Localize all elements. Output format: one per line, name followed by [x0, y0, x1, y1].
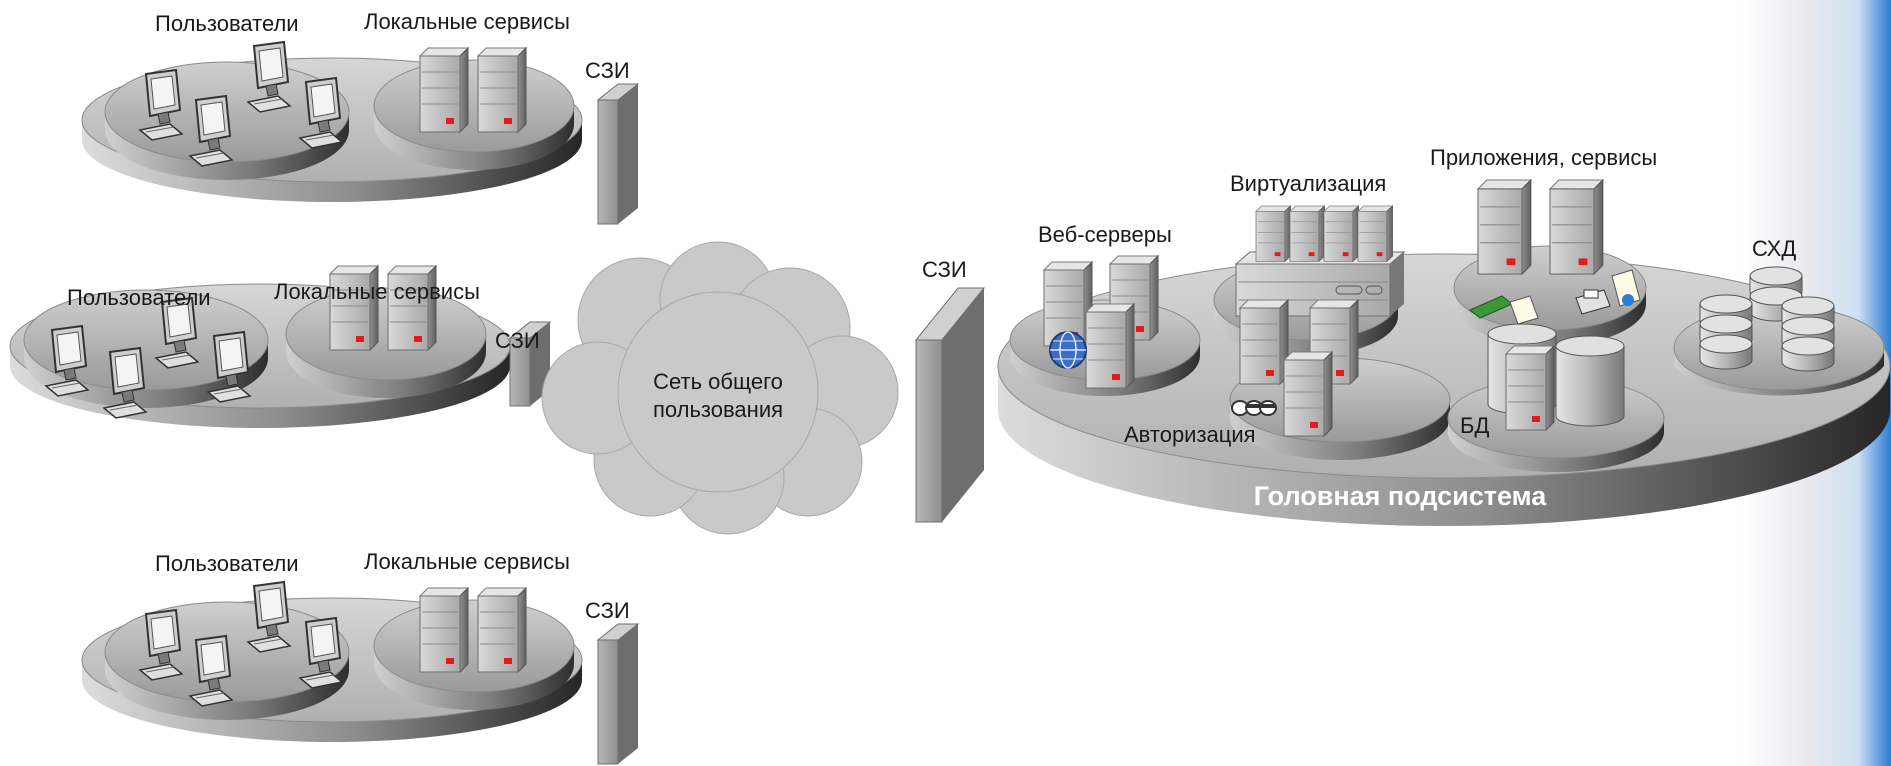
- users-label: Пользователи: [67, 285, 211, 310]
- applications-label: Приложения, сервисы: [1430, 145, 1657, 170]
- printer-icon: [1575, 289, 1611, 315]
- szi-firewall-wall: [596, 83, 640, 225]
- server-icon: [419, 587, 469, 673]
- server-icon: [477, 587, 527, 673]
- services-disk: [373, 599, 575, 710]
- globe-icon: [1049, 331, 1087, 369]
- users-label: Пользователи: [155, 551, 299, 576]
- vm-server-icon: [1255, 205, 1291, 262]
- subsystem-name: Локальная подсистема 1: [225, 202, 435, 221]
- head-subsystem-name: Головная подсистема: [1254, 481, 1548, 511]
- services-disk: [285, 287, 487, 398]
- web-servers-group: Веб-серверы: [1009, 222, 1201, 396]
- applications-group: Приложения, сервисы: [1430, 145, 1657, 346]
- szi-firewall-wall: [596, 623, 640, 765]
- database-cylinder-icon: [1555, 335, 1625, 427]
- services-disk: [373, 59, 575, 170]
- subsystem-name: Локальная подсистема 2: [167, 470, 377, 489]
- server-icon: [1085, 303, 1135, 389]
- local-services-label: Локальные сервисы: [364, 9, 570, 34]
- server-icon: [1549, 179, 1604, 275]
- storage-disk-stack-icon: [1699, 294, 1753, 370]
- head-subsystem: Головная подсистема Веб-серверы: [997, 145, 1891, 526]
- szi-label: СЗИ: [585, 598, 630, 623]
- vm-server-icon: [1357, 205, 1393, 262]
- server-icon: [1239, 299, 1289, 385]
- authorization-label: Авторизация: [1124, 422, 1256, 447]
- server-icon: [1477, 179, 1532, 275]
- local-services-label: Локальные сервисы: [364, 549, 570, 574]
- storage-group: СХД: [1673, 236, 1885, 396]
- web-page-icon: [1622, 294, 1634, 306]
- local-subsystem-2: Пользователи Локальные сервисы СЗИ Локал…: [9, 265, 552, 489]
- subsystem-name: Локальная подсистема N: [224, 742, 437, 761]
- local-subsystem-n: Пользователи Локальные сервисы СЗИ Локал…: [81, 549, 640, 765]
- storage-disk-stack-icon: [1781, 296, 1835, 372]
- server-icon: [419, 47, 469, 133]
- local-subsystem-1: Пользователи Локальные сервисы СЗИ Локал…: [81, 9, 640, 225]
- keys-icon: [1231, 400, 1277, 416]
- public-network-cloud: Сеть общего пользования: [541, 241, 899, 535]
- szi-label: СЗИ: [495, 328, 540, 353]
- server-icon: [477, 47, 527, 133]
- web-servers-label: Веб-серверы: [1038, 222, 1172, 247]
- network-label-line1: Сеть общего: [653, 369, 783, 394]
- server-icon: [1283, 351, 1333, 437]
- vm-server-icon: [1289, 205, 1325, 262]
- database-group: БД: [1447, 323, 1665, 472]
- main-szi-label: СЗИ: [922, 257, 967, 282]
- local-services-label: Локальные сервисы: [274, 279, 480, 304]
- users-label: Пользователи: [155, 11, 299, 36]
- authorization-group: Авторизация: [1124, 299, 1451, 460]
- vm-server-icon: [1323, 205, 1359, 262]
- storage-label: СХД: [1752, 236, 1796, 261]
- server-icon: [1505, 345, 1555, 431]
- database-label: БД: [1460, 413, 1489, 438]
- network-label-line2: пользования: [653, 397, 783, 422]
- main-szi-firewall-wall: СЗИ: [914, 257, 986, 523]
- szi-label: СЗИ: [585, 58, 630, 83]
- virtualization-label: Виртуализация: [1230, 171, 1386, 196]
